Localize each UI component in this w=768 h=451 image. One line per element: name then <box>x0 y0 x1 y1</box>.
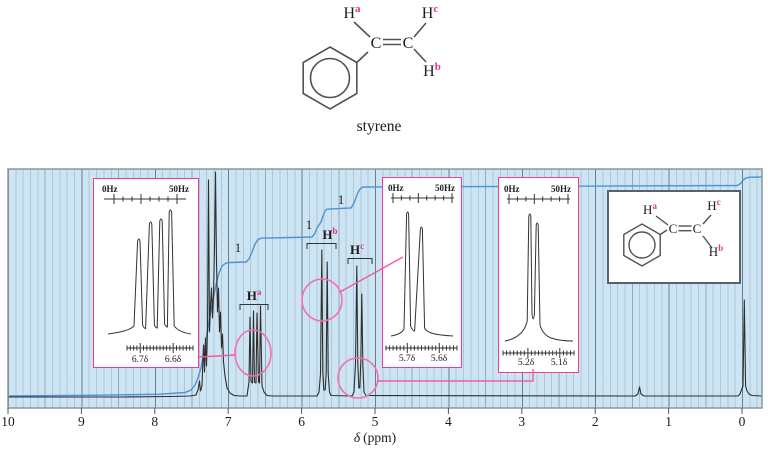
tick-7: 7 <box>225 414 232 429</box>
carbon-2: C <box>403 35 414 52</box>
ring-vinyl-bond <box>356 51 369 64</box>
inset-hc-bond <box>702 214 712 225</box>
inset-hb-delta-scale <box>385 343 458 353</box>
inset-hb-hz-right: 50Hz <box>435 183 455 193</box>
inset-benzene-ring <box>623 214 713 267</box>
inset-ha-hz-scale <box>104 194 186 204</box>
ha-bond <box>353 21 371 38</box>
aromatic-circle <box>309 57 351 99</box>
inset-hc-label: Hc <box>707 197 720 213</box>
inset-hc-delta-scale <box>502 348 575 358</box>
inset-ha-hz-right: 50Hz <box>169 184 189 194</box>
inset-hb-delta-left: 5.7δ <box>399 354 416 364</box>
peak-label-ha: Ha <box>247 287 262 303</box>
tick-0: 0 <box>739 414 746 429</box>
inset-ha-hz-left: 0Hz <box>102 184 118 194</box>
inset-hc-plot: 0Hz 50Hz 5.2δ 5.1δ <box>502 184 575 368</box>
integral-label-2: 1 <box>306 218 312 232</box>
inset-ha-delta-right: 6.6δ <box>165 355 182 365</box>
hc-bond <box>413 22 427 38</box>
axis-label: δ(ppm) <box>354 430 396 445</box>
inset-hc-peaks <box>504 213 574 342</box>
nmr-trace <box>8 171 763 398</box>
inset-hb-label: Hb <box>709 243 723 259</box>
tick-8: 8 <box>151 414 158 429</box>
axis-major-ticks <box>7 408 743 414</box>
tick-4: 4 <box>445 414 452 429</box>
tick-10: 10 <box>1 414 15 429</box>
inset-carbon-2: C <box>693 221 702 236</box>
integral-trace <box>7 176 763 397</box>
benzene-ring <box>302 21 427 110</box>
hb-label: Hb <box>423 61 441 80</box>
peak-label-hc: Hc <box>350 241 364 257</box>
inset-hb-peaks <box>390 211 454 337</box>
integral-label-3: 1 <box>338 193 344 207</box>
inset-ha-plot: 0Hz 50Hz 6.7δ 6.6δ <box>102 184 194 365</box>
peak-label-hb: Hb <box>322 226 337 242</box>
tick-9: 9 <box>78 414 85 429</box>
molecule-name: styrene <box>357 118 402 135</box>
inset-hc-delta-right: 5.1δ <box>551 358 568 368</box>
inset-ha-bond <box>655 215 669 226</box>
inset-hc-hz-left: 0Hz <box>504 184 520 194</box>
ha-bracket <box>239 304 269 310</box>
tick-3: 3 <box>518 414 525 429</box>
hc-label: Hc <box>422 3 439 22</box>
tick-1: 1 <box>665 414 672 429</box>
tick-2: 2 <box>592 414 599 429</box>
hc-bracket <box>347 258 373 264</box>
tick-6: 6 <box>298 414 305 429</box>
expansion-inset-ha: 0Hz 50Hz 6.7δ 6.6δ <box>93 178 199 368</box>
inset-ha-delta-scale <box>126 343 194 353</box>
expansion-inset-hc: 0Hz 50Hz 5.2δ 5.1δ <box>498 177 579 373</box>
inset-ring-vinyl-bond <box>659 229 668 236</box>
structure-inset-drawing: C C Ha Hc Hb <box>623 197 723 267</box>
inset-hb-delta-right: 5.6δ <box>431 354 448 364</box>
integral-label-1: 1 <box>235 241 241 255</box>
inset-ha-peaks <box>107 209 192 335</box>
inset-hb-bond <box>702 235 713 249</box>
hb-bracket <box>306 243 337 249</box>
inset-hc-hz-scale <box>507 194 570 204</box>
tick-5: 5 <box>372 414 379 429</box>
expansion-inset-hb: 0Hz 50Hz 5.7δ 5.6δ <box>382 177 462 368</box>
inset-hb-hz-left: 0Hz <box>388 183 404 193</box>
hb-bond <box>413 48 427 63</box>
carbon-1: C <box>371 35 382 52</box>
inset-hc-hz-right: 50Hz <box>551 184 571 194</box>
structure-inset: C C Ha Hc Hb <box>607 190 741 284</box>
inset-hb-hz-scale <box>391 193 454 203</box>
inset-hc-delta-left: 5.2δ <box>518 358 535 368</box>
inset-carbon-1: C <box>669 221 678 236</box>
inset-aromatic-circle <box>628 231 656 259</box>
inset-ha-delta-left: 6.7δ <box>132 355 149 365</box>
inset-ha-label: Ha <box>643 201 657 217</box>
ha-label: Ha <box>343 3 361 22</box>
styrene-structure: C C Ha Hc Hb styrene <box>302 3 441 135</box>
plot-frame <box>7 168 763 409</box>
inset-hb-plot: 0Hz 50Hz 5.7δ 5.6δ <box>385 183 458 364</box>
